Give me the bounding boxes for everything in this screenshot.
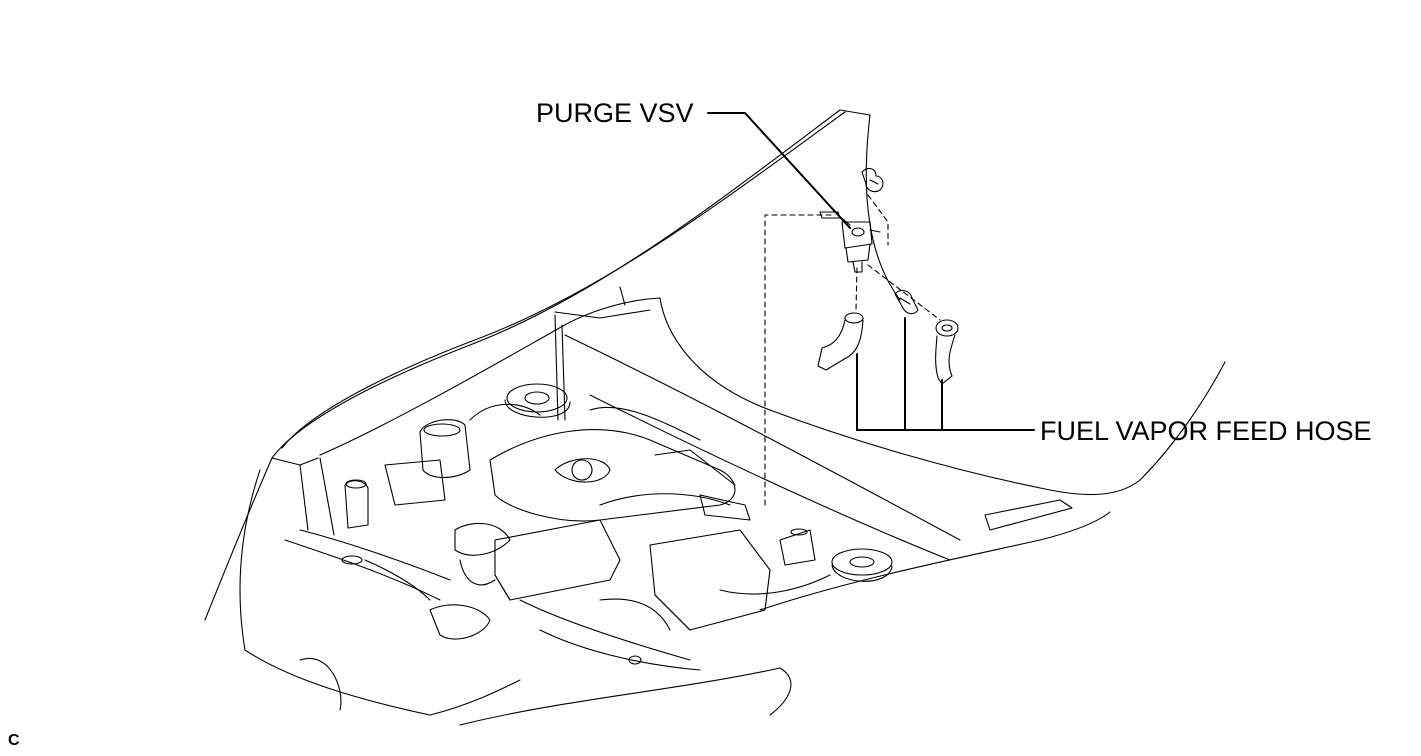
purge-vsv-label: PURGE VSV [536,98,694,128]
hood-outline [271,109,1226,496]
fuel-vapor-hose-right [935,319,959,385]
body-outline [204,314,1111,726]
location-leader-dashed [764,194,941,506]
hose-clip-middle [894,289,919,315]
fuel-vapor-hose-left [817,312,864,371]
leader-lines [707,112,1035,431]
figure-code-label: C [8,732,20,749]
hose-clip-top [861,167,884,193]
engine-components [284,383,893,671]
fuel-vapor-feed-hose-label: FUEL VAPOR FEED HOSE [1040,416,1372,446]
purge-vsv-assembly [819,211,881,273]
